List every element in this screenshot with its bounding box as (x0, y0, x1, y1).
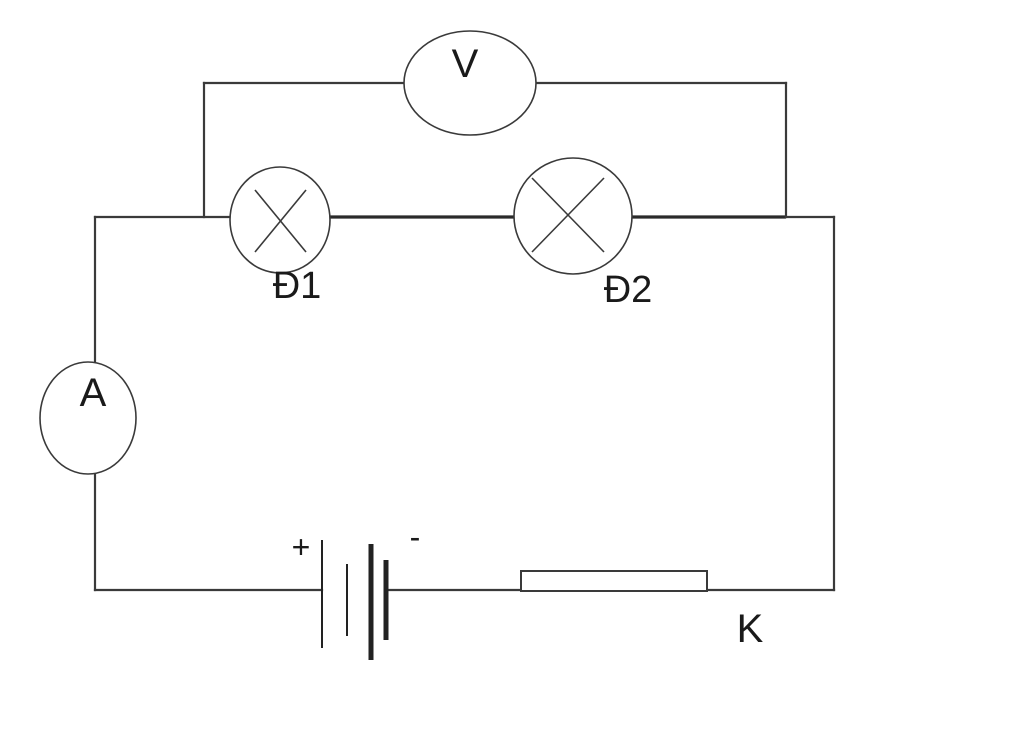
lamp-1-label: Đ1 (273, 265, 322, 307)
switch-k: K (520, 570, 764, 651)
ammeter-label: A (80, 371, 107, 415)
voltmeter-label: V (452, 42, 479, 86)
lamp-1-cross-b (254, 189, 307, 253)
lamp-1: Đ1 (229, 166, 331, 307)
ammeter (39, 361, 137, 475)
lamp-2-label: Đ2 (604, 269, 653, 311)
battery-plus-label: + (292, 529, 311, 565)
lamp-2-bulb (513, 157, 633, 275)
voltmeter (403, 30, 537, 136)
main-circuit-wires (93, 215, 836, 592)
lamp-2-cross-b (531, 177, 605, 253)
switch-body (520, 570, 708, 592)
lamp-2: Đ2 (513, 157, 653, 311)
switch-label: K (737, 607, 764, 651)
ammeter-group: A (39, 361, 137, 475)
battery: + - (292, 519, 421, 660)
battery-minus-label: - (410, 519, 421, 555)
voltmeter-branch: V (202, 30, 788, 219)
